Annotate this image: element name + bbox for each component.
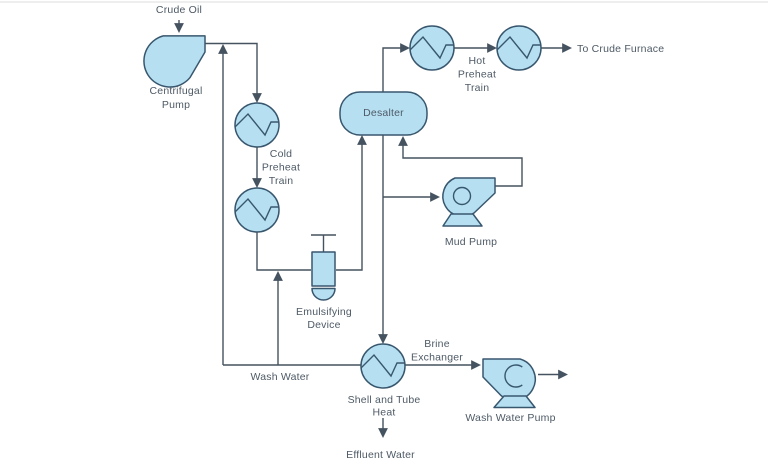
label-shell-and-tube-heat: Shell and Tube	[348, 394, 421, 406]
label-crude-oil: Crude Oil	[156, 4, 202, 16]
label-centrifugal-pump: Pump	[162, 99, 190, 111]
label-hot-preheat-train: Preheat	[458, 69, 496, 81]
label-cold-preheat-train: Cold	[270, 148, 292, 160]
label-centrifugal-pump: Centrifugal	[150, 85, 203, 97]
label-hot-preheat-train: Train	[465, 82, 490, 94]
label-effluent-water: Effluent Water	[346, 449, 415, 461]
label-shell-and-tube-heat: Heat	[373, 407, 396, 419]
label-wash-water: Wash Water	[251, 371, 310, 383]
label-brine-exchanger: Exchanger	[411, 352, 463, 364]
pipe-emulsifier-to-desalter	[336, 135, 367, 271]
pump-impeller-icon	[452, 186, 472, 206]
label-brine-exchanger: Brine	[424, 338, 450, 350]
label-wash-water-pump: Wash Water Pump	[465, 412, 555, 424]
centrifugal-pump-symbol	[143, 35, 206, 88]
wash-water-pump-symbol	[482, 358, 536, 409]
heat-exchanger-cold-1	[234, 102, 280, 148]
label-to-crude-furnace: To Crude Furnace	[577, 43, 664, 55]
pipe-mud-pump-recycle	[398, 136, 523, 187]
exchanger-coil-icon	[234, 197, 279, 222]
pipe-to-emulsifier	[256, 232, 311, 271]
pipe-pump-discharge	[205, 42, 262, 103]
label-hot-preheat-train: Hot	[469, 55, 486, 67]
label-desalter: Desalter	[363, 107, 404, 119]
mud-pump-symbol	[442, 177, 496, 227]
label-mud-pump: Mud Pump	[445, 236, 497, 248]
emulsifying-device-symbol	[311, 234, 336, 301]
heat-exchanger-hot-1	[409, 25, 455, 71]
pipe-desalter-to-hot-train	[382, 43, 410, 92]
label-emulsifying-device: Emulsifying	[296, 306, 352, 318]
label-cold-preheat-train: Train	[269, 175, 294, 187]
heat-exchanger-cold-2	[234, 187, 280, 233]
exchanger-coil-icon	[360, 353, 405, 378]
pump-base	[442, 213, 483, 227]
pump-impeller-icon	[504, 364, 523, 388]
label-emulsifying-device: Device	[307, 319, 340, 331]
exchanger-coil-icon	[409, 35, 454, 60]
label-cold-preheat-train: Preheat	[262, 162, 300, 174]
shell-tube-exchanger-symbol	[360, 343, 406, 389]
pump-base	[493, 395, 536, 409]
heat-exchanger-hot-2	[496, 25, 542, 71]
exchanger-coil-icon	[234, 112, 279, 137]
exchanger-coil-icon	[496, 35, 541, 60]
